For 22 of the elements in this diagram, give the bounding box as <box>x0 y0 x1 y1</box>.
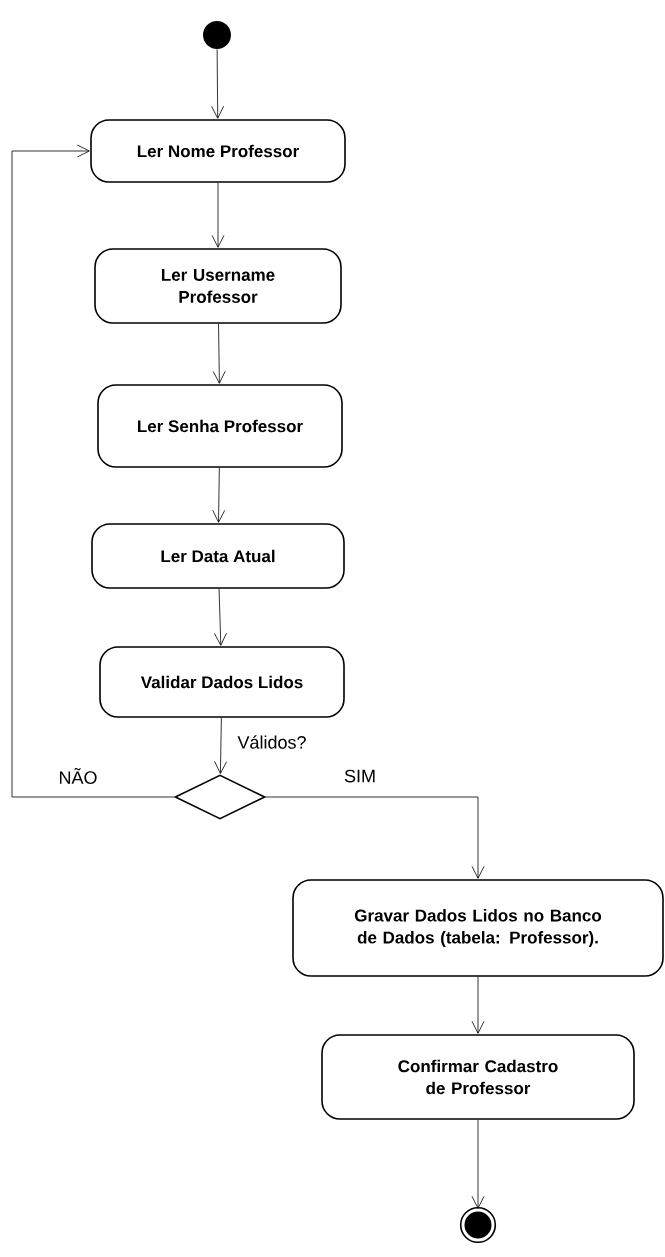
end-node <box>459 1206 497 1244</box>
activity-box: Ler Username Professor <box>94 248 342 324</box>
arrow <box>214 588 227 646</box>
activity-box: Confirmar Cadastro de Professor <box>321 1034 635 1120</box>
activity-box: Gravar Dados Lidos no Banco de Dados (tabela: Professor). <box>292 879 664 977</box>
arrow <box>471 976 485 1034</box>
activity-box: Ler Nome Professor <box>90 119 346 183</box>
arrow <box>471 1119 485 1209</box>
arrow <box>212 467 226 523</box>
arrow <box>212 323 226 384</box>
arrow <box>211 49 224 119</box>
edge-label: SIM <box>342 767 378 785</box>
edge-label: NÃO <box>56 766 100 786</box>
activity-box: Validar Dados Lidos <box>99 646 345 718</box>
arrow <box>11 144 175 798</box>
arrow <box>265 796 485 879</box>
activity-box: Ler Data Atual <box>91 523 345 589</box>
arrow <box>214 717 227 774</box>
start-node <box>203 21 231 49</box>
activity-box: Ler Senha Professor <box>97 384 343 468</box>
edge-label: Válidos? <box>235 733 309 751</box>
arrow <box>211 182 225 248</box>
